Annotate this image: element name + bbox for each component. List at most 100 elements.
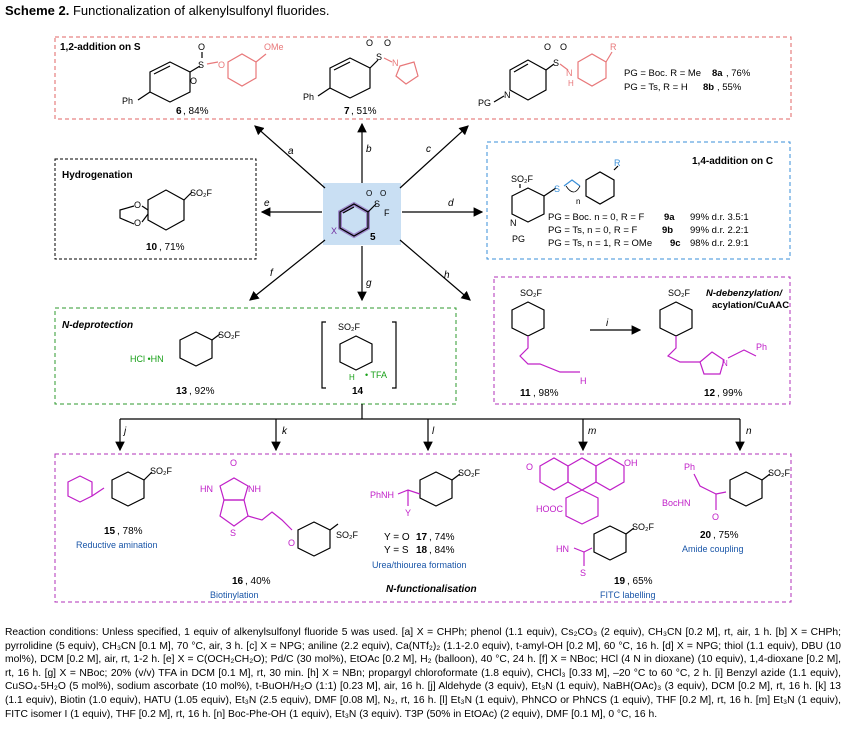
svg-text:SO₂F: SO₂F bbox=[458, 468, 480, 478]
box-n-debenzylation: N-debenzylation/ acylation/CuAAC SO₂F H … bbox=[493, 276, 791, 405]
compound-19: O OH HOOC HN S SO₂F 19 , 65% FITC labell… bbox=[526, 457, 656, 600]
svg-text:O: O bbox=[198, 42, 205, 52]
svg-text:O: O bbox=[190, 76, 197, 86]
svg-text:R: R bbox=[614, 158, 621, 168]
svg-text:N: N bbox=[392, 58, 399, 68]
svg-text:H: H bbox=[580, 376, 587, 386]
compound-15: 15 SO₂F 15 , 78% Reductive amination bbox=[67, 466, 172, 550]
svg-text:7: 7 bbox=[344, 106, 350, 117]
svg-text:SO₂F: SO₂F bbox=[520, 288, 542, 298]
svg-text:99% d.r. 2.2:1: 99% d.r. 2.2:1 bbox=[690, 225, 749, 236]
nfunc-title: N-functionalisation bbox=[386, 584, 477, 595]
svg-text:Ph: Ph bbox=[122, 96, 133, 106]
svg-text:, 84%: , 84% bbox=[183, 106, 209, 117]
svg-text:Biotinylation: Biotinylation bbox=[210, 590, 259, 600]
svg-text:, 71%: , 71% bbox=[159, 242, 185, 253]
svg-text:99% d.r. 3.5:1: 99% d.r. 3.5:1 bbox=[690, 212, 749, 223]
svg-text:Reductive amination: Reductive amination bbox=[76, 540, 158, 550]
svg-text:n: n bbox=[576, 197, 580, 206]
svg-text:, 75%: , 75% bbox=[713, 530, 739, 541]
svg-text:Y = S: Y = S bbox=[384, 545, 409, 556]
svg-text:f: f bbox=[270, 268, 274, 279]
svg-text:O: O bbox=[544, 42, 551, 52]
svg-text:F: F bbox=[384, 208, 390, 218]
svg-text:n: n bbox=[746, 426, 752, 437]
svg-text:HN: HN bbox=[200, 484, 213, 494]
svg-text:PG = Boc. R = Me: PG = Boc. R = Me bbox=[624, 68, 701, 79]
svg-text:SO₂F: SO₂F bbox=[668, 288, 690, 298]
svg-text:17: 17 bbox=[416, 532, 428, 543]
svg-text:Y = O: Y = O bbox=[384, 532, 410, 543]
svg-text:PG = Ts, n = 0, R = F: PG = Ts, n = 0, R = F bbox=[548, 225, 638, 236]
svg-text:a: a bbox=[288, 146, 294, 157]
svg-text:PG = Ts, n = 1, R = OMe: PG = Ts, n = 1, R = OMe bbox=[548, 238, 652, 249]
svg-text:d: d bbox=[448, 198, 454, 209]
svg-text:S: S bbox=[230, 528, 236, 538]
svg-text:O: O bbox=[366, 38, 373, 48]
svg-text:c: c bbox=[426, 144, 431, 155]
svg-text:PG = Ts, R = H: PG = Ts, R = H bbox=[624, 82, 688, 93]
svg-text:, 74%: , 74% bbox=[429, 532, 455, 543]
radial-arrows: a b c d e f g h bbox=[249, 122, 484, 302]
svg-text:Ph: Ph bbox=[684, 462, 695, 472]
svg-text:, 76%: , 76% bbox=[726, 68, 751, 79]
svg-text:S: S bbox=[374, 199, 380, 209]
svg-text:98% d.r. 2.9:1: 98% d.r. 2.9:1 bbox=[690, 238, 749, 249]
svg-text:SO₂F: SO₂F bbox=[768, 468, 790, 478]
svg-text:FITC labelling: FITC labelling bbox=[600, 590, 656, 600]
svg-text:, 55%: , 55% bbox=[717, 82, 742, 93]
svg-text:g: g bbox=[366, 278, 372, 289]
compound-17-18: SO₂F PhNH Y Y = O 17 , 74% Y = S 18 , 84… bbox=[370, 468, 480, 570]
svg-text:m: m bbox=[588, 426, 596, 437]
box-n-deprotection: N-deprotection SO₂F HCl •HN 13 , 92% SO₂… bbox=[54, 307, 457, 405]
svg-text:5: 5 bbox=[370, 232, 376, 243]
svg-text:BocHN: BocHN bbox=[662, 498, 691, 508]
svg-text:Urea/thiourea formation: Urea/thiourea formation bbox=[372, 560, 467, 570]
svg-text:, 99%: , 99% bbox=[717, 388, 743, 399]
svg-text:12: 12 bbox=[704, 388, 716, 399]
debenz-title-1: N-debenzylation/ bbox=[706, 288, 783, 299]
svg-text:Y: Y bbox=[405, 508, 411, 518]
svg-text:X: X bbox=[331, 226, 337, 236]
svg-text:SO₂F: SO₂F bbox=[190, 188, 212, 198]
svg-text:19: 19 bbox=[614, 576, 626, 587]
svg-text:H: H bbox=[349, 373, 355, 382]
svg-text:PhNH: PhNH bbox=[370, 490, 394, 500]
svg-text:9b: 9b bbox=[662, 225, 673, 236]
svg-text:SO₂F: SO₂F bbox=[150, 466, 172, 476]
svg-text:O: O bbox=[134, 200, 141, 210]
svg-text:O: O bbox=[560, 42, 567, 52]
svg-text:PG: PG bbox=[512, 234, 525, 244]
svg-text:R: R bbox=[610, 42, 617, 52]
box-12-addition: 1,2-addition on S Ph S O O O OMe 6 , 84%… bbox=[54, 36, 792, 120]
svg-text:SO₂F: SO₂F bbox=[511, 174, 533, 184]
compound-8: N PG S O O N H R PG = Boc. R = Me 8a , 7… bbox=[478, 42, 751, 108]
svg-text:b: b bbox=[366, 144, 372, 155]
svg-text:e: e bbox=[264, 198, 270, 209]
svg-text:14: 14 bbox=[352, 386, 364, 397]
svg-text:, 40%: , 40% bbox=[245, 576, 271, 587]
svg-text:• TFA: • TFA bbox=[365, 370, 387, 380]
svg-text:Amide coupling: Amide coupling bbox=[682, 544, 744, 554]
scheme-title: Scheme 2. Functionalization of alkenylsu… bbox=[5, 3, 330, 18]
svg-text:, 51%: , 51% bbox=[351, 106, 377, 117]
svg-text:HOOC: HOOC bbox=[536, 504, 564, 514]
svg-text:, 78%: , 78% bbox=[117, 526, 143, 537]
svg-text:O: O bbox=[288, 538, 295, 548]
svg-text:N: N bbox=[722, 359, 728, 368]
svg-text:PG: PG bbox=[478, 98, 491, 108]
svg-text:N: N bbox=[504, 90, 511, 100]
svg-text:20: 20 bbox=[700, 530, 712, 541]
svg-text:PG = Boc. n = 0, R = F: PG = Boc. n = 0, R = F bbox=[548, 212, 645, 223]
svg-text:9c: 9c bbox=[670, 238, 681, 249]
table-9: PG = Boc. n = 0, R = F 9a 99% d.r. 3.5:1… bbox=[548, 212, 749, 249]
svg-text:Ph: Ph bbox=[756, 342, 767, 352]
svg-text:O: O bbox=[384, 38, 391, 48]
svg-text:15: 15 bbox=[104, 526, 116, 537]
svg-text:OMe: OMe bbox=[264, 42, 284, 52]
svg-text:SO₂F: SO₂F bbox=[632, 522, 654, 532]
svg-text:18: 18 bbox=[416, 545, 428, 556]
svg-text:O: O bbox=[366, 189, 372, 198]
svg-text:H: H bbox=[568, 79, 574, 88]
